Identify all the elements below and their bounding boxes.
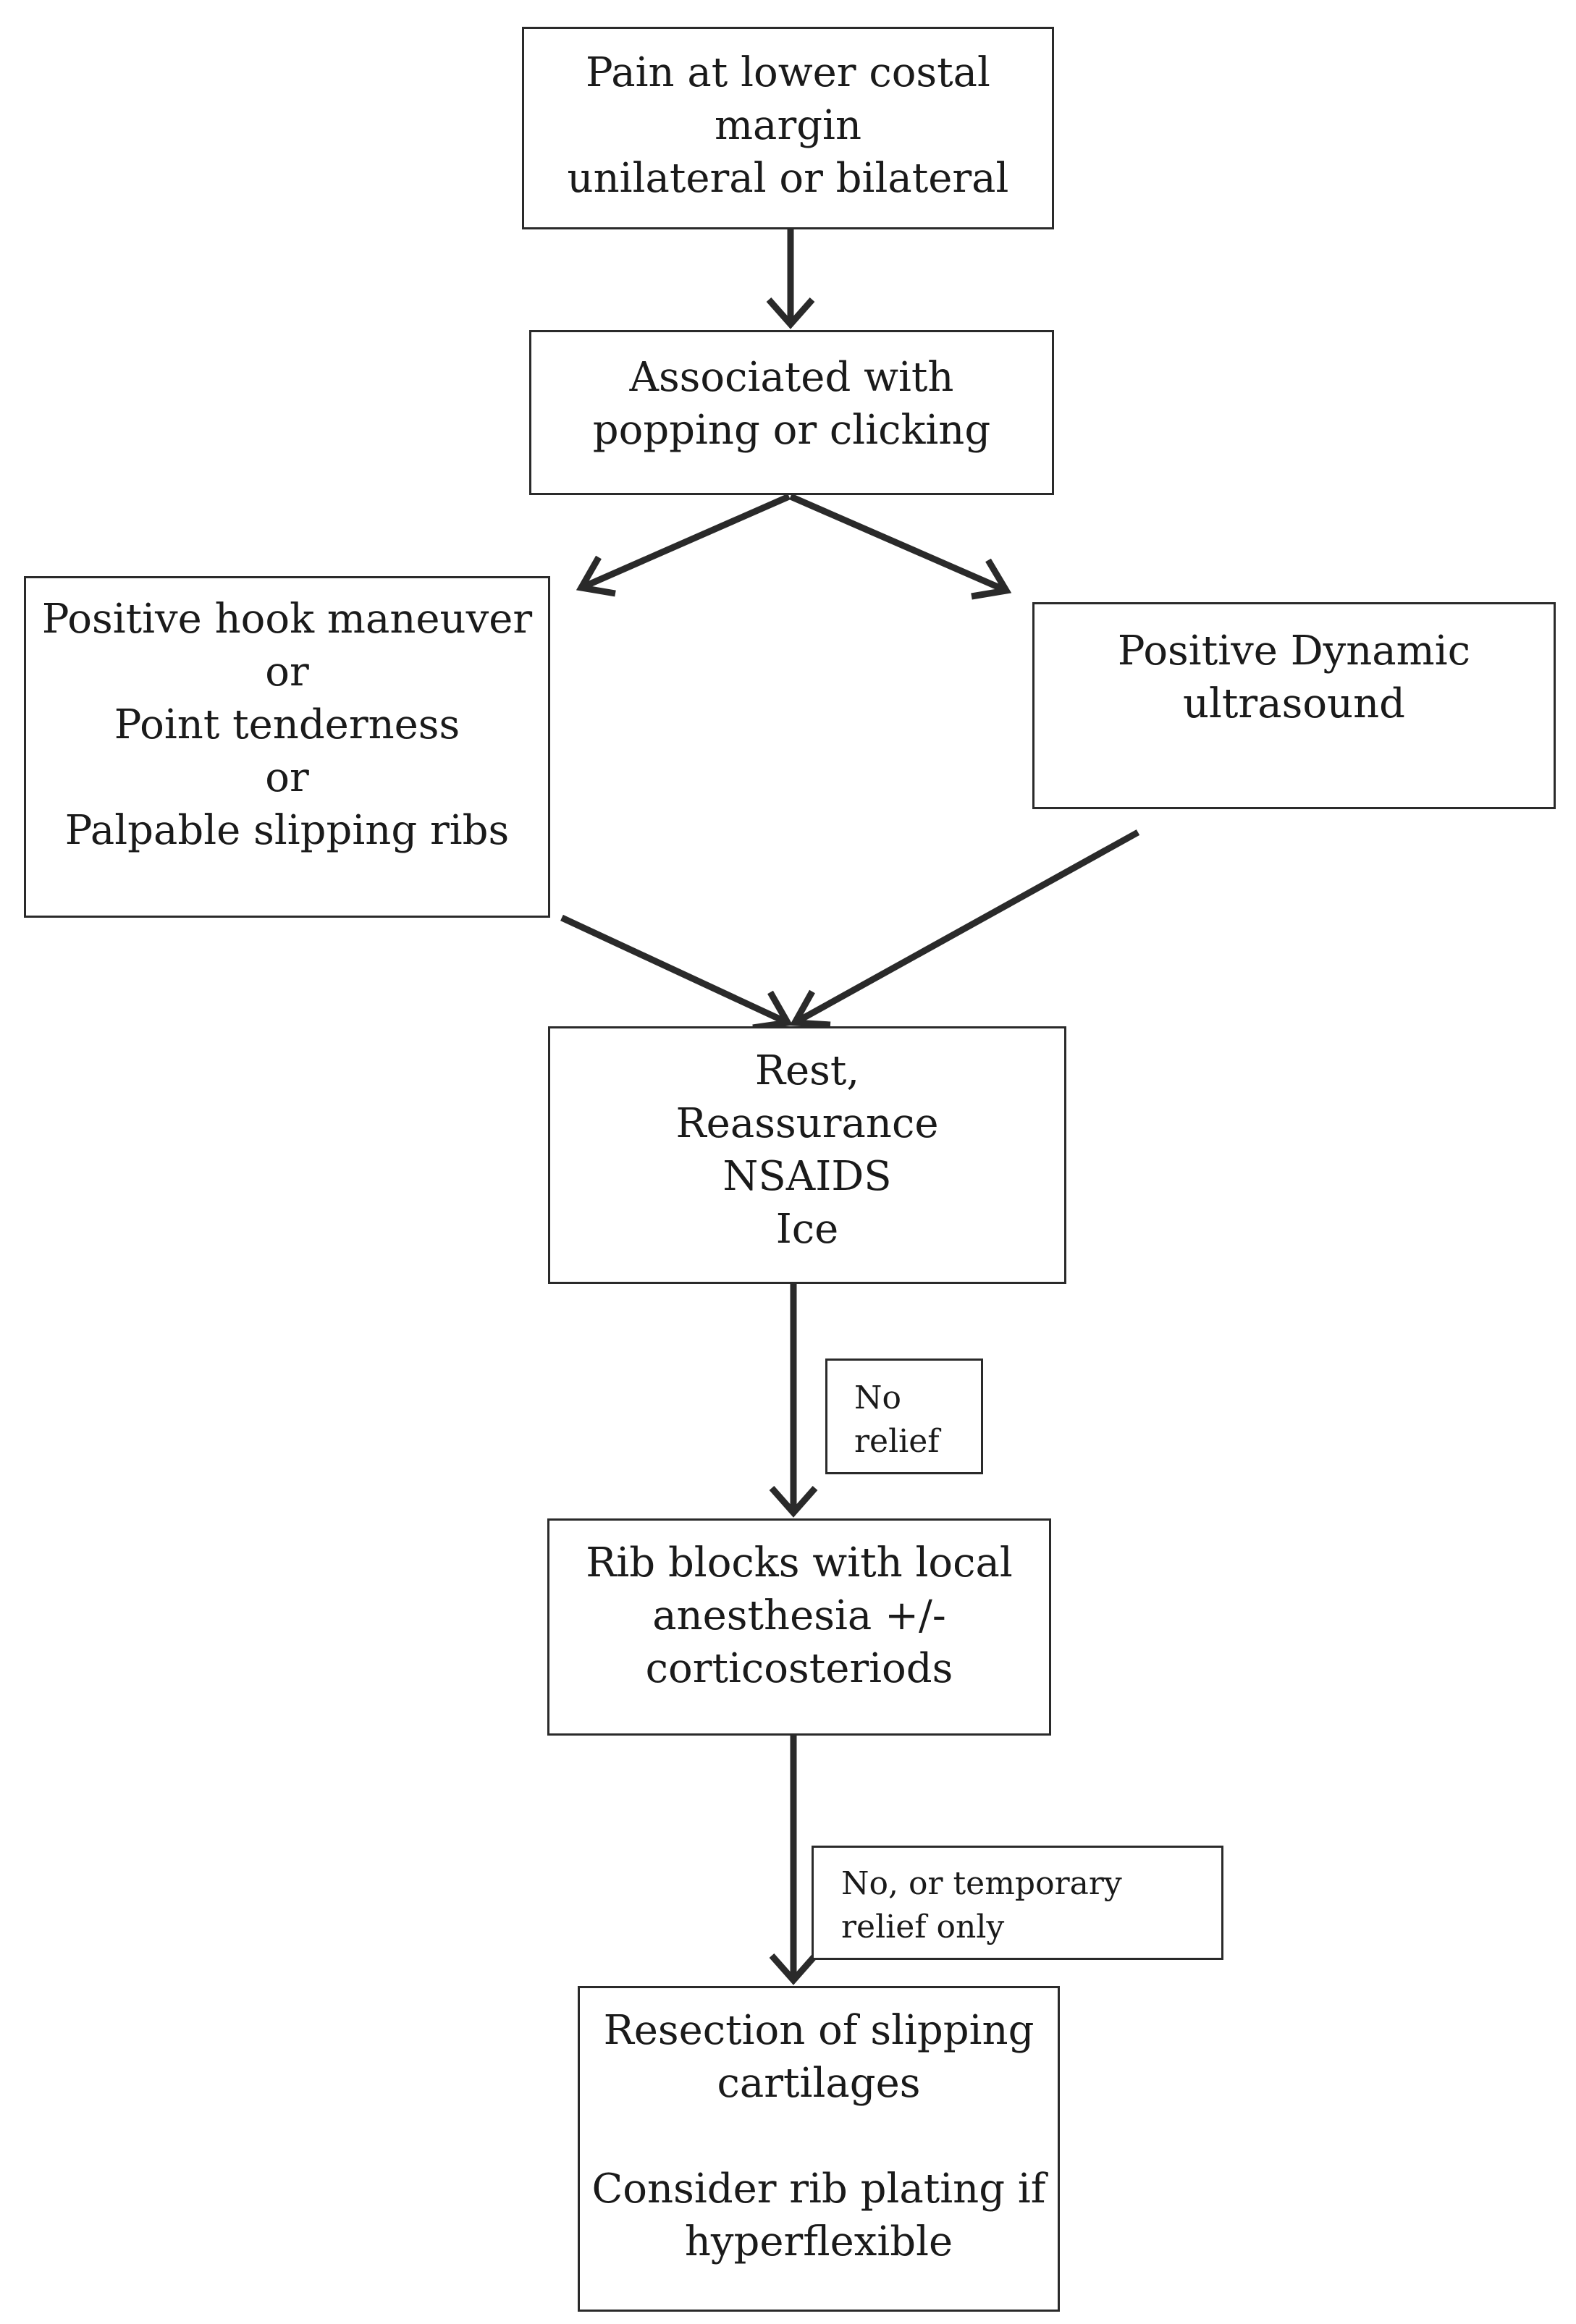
node-text-line: anesthesia +/- (652, 1592, 946, 1639)
node-text-line: Pain at lower costal (586, 49, 990, 96)
edge-label-no-relief: No relief (825, 1359, 983, 1474)
node-rib-blocks: Rib blocks with local anesthesia +/- cor… (547, 1518, 1051, 1736)
node-text-line: Resection of slipping (603, 2007, 1034, 2054)
node-text-line: Positive hook maneuver (41, 596, 533, 643)
node-text-line: or (265, 648, 309, 696)
node-text-line: Rest, (754, 1047, 860, 1094)
edge-label-line: relief (854, 1423, 940, 1460)
arrow-associated-to-clinical-signs (576, 493, 791, 597)
node-clinical-signs: Positive hook maneuver or Point tenderne… (24, 576, 550, 918)
node-text-line: Reassurance (675, 1100, 939, 1147)
node-text-line: Palpable slipping ribs (64, 807, 510, 854)
edge-label-line: No (854, 1379, 901, 1416)
node-text-line: Consider rib plating if (591, 2165, 1046, 2213)
node-text-line: Ice (775, 1206, 839, 1253)
node-surgical-resection: Resection of slipping cartilages Conside… (578, 1986, 1060, 2312)
node-pain-at-lower-costal-margin: Pain at lower costal margin unilateral o… (522, 27, 1054, 229)
node-text-line: cartilages (717, 2060, 921, 2107)
node-text-line: popping or clicking (592, 407, 991, 454)
node-text-line: NSAIDS (722, 1153, 892, 1200)
edge-label-line: No, or temporary (841, 1865, 1122, 1902)
node-text-line: Positive Dynamic (1117, 628, 1471, 675)
arrow-dynamic-ultrasound-to-conservative (789, 829, 1140, 1028)
arrow-associated-to-dynamic-ultrasound (789, 493, 1012, 600)
edge-label-line: relief only (841, 1909, 1005, 1945)
node-text-line: ultrasound (1182, 680, 1406, 727)
arrow-start-to-associated (766, 229, 815, 329)
node-text-line: unilateral or bilateral (567, 155, 1009, 202)
node-text-line: Point tenderness (114, 701, 460, 748)
node-text-line: corticosteriods (645, 1645, 953, 1692)
node-text-line: or (265, 754, 309, 801)
arrow-clinical-signs-to-conservative (560, 914, 793, 1031)
edge-label-temporary-relief: No, or temporary relief only (812, 1846, 1223, 1960)
node-positive-dynamic-ultrasound: Positive Dynamic ultrasound (1032, 602, 1556, 809)
arrow-conservative-to-rib-blocks (769, 1284, 818, 1518)
node-text-line: margin (714, 102, 862, 149)
arrow-rib-blocks-to-surgery (769, 1736, 818, 1985)
node-text-line: Rib blocks with local (586, 1539, 1013, 1586)
node-associated-with-popping: Associated with popping or clicking (529, 330, 1054, 495)
node-text-line: Associated with (629, 354, 954, 401)
node-text-line: hyperflexible (684, 2218, 953, 2265)
node-conservative-treatment: Rest, Reassurance NSAIDS Ice (548, 1026, 1066, 1284)
